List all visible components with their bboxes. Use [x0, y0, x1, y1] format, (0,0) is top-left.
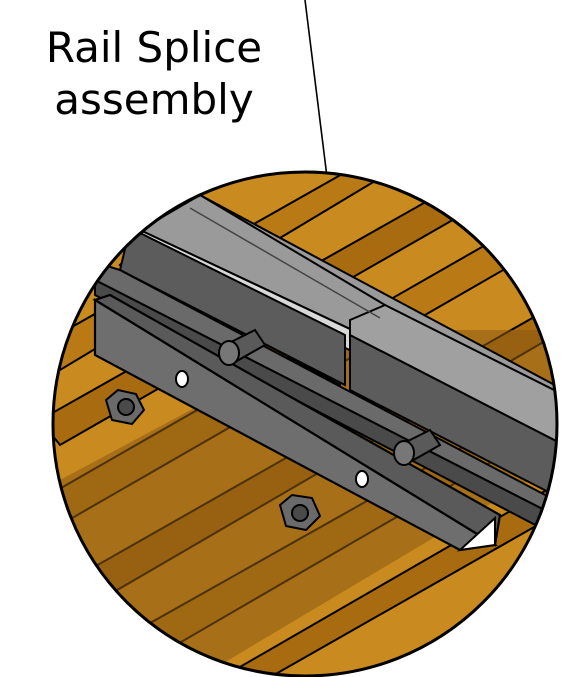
- callout-label: Rail Splice assembly: [18, 22, 290, 126]
- detail-circle-outline: [51, 170, 559, 677]
- hex-nut-1: [104, 388, 146, 426]
- leader-line: [304, 0, 329, 186]
- hex-nut-2: [278, 493, 322, 532]
- splice-angle-bar: [92, 293, 502, 552]
- splice-bolt-2: [393, 428, 442, 466]
- callout-label-line1: Rail Splice: [45, 23, 263, 72]
- detail-view: [53, 172, 557, 676]
- rail-lower: [94, 260, 557, 542]
- callout-label-line2: assembly: [54, 75, 254, 124]
- splice-bolt-1: [218, 328, 267, 366]
